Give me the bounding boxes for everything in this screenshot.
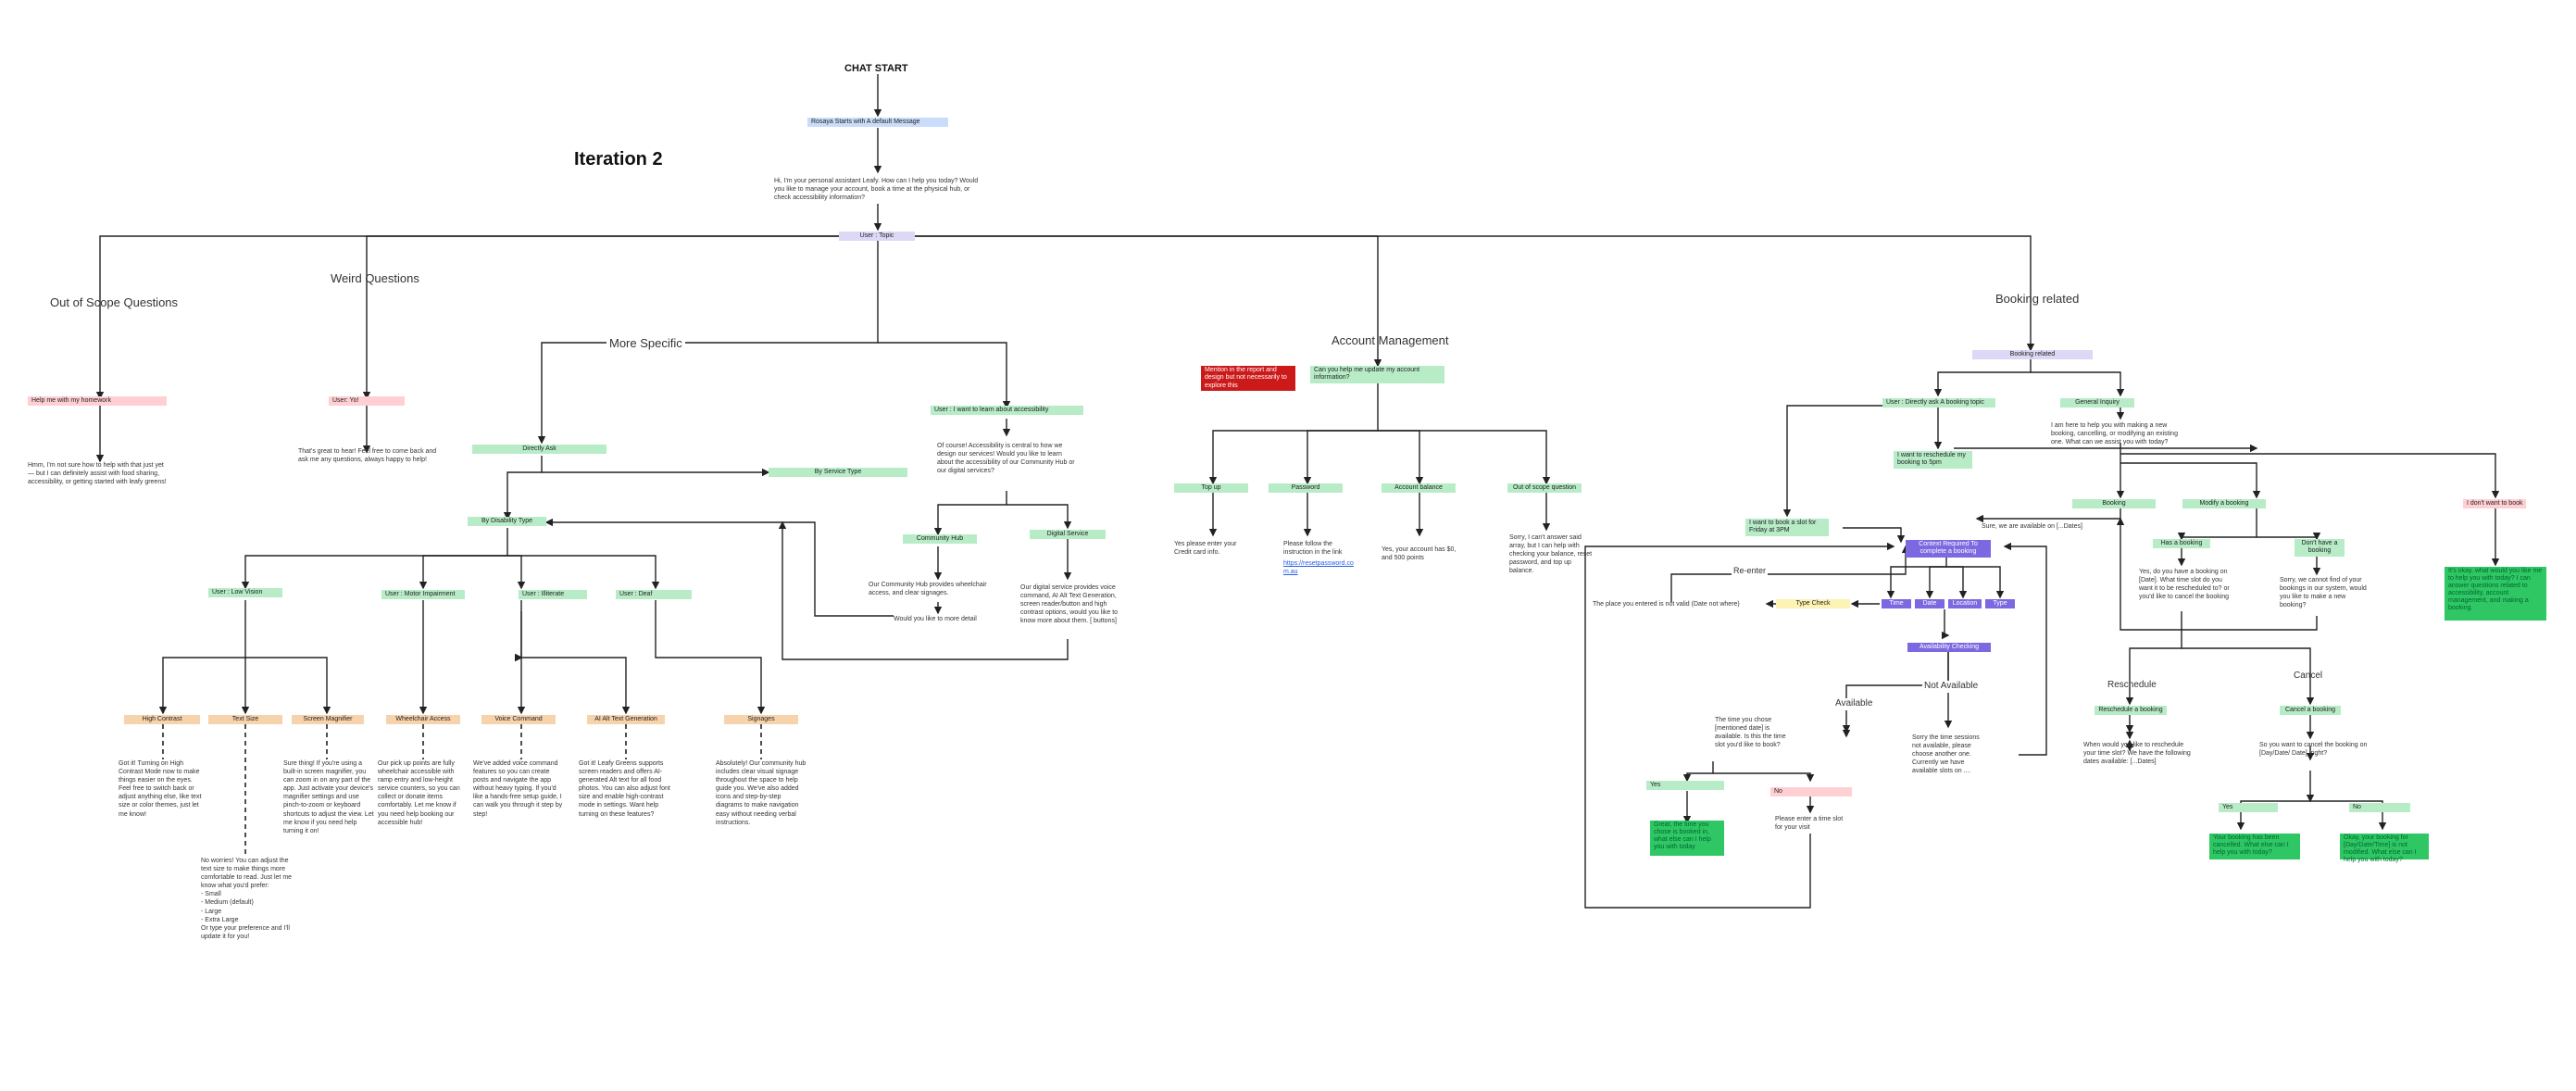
reset-password-link[interactable]: https://resetpassword.com.au bbox=[1283, 560, 1354, 576]
by-disability-type-node: By Disability Type bbox=[468, 517, 546, 526]
chat-start-title: CHAT START bbox=[844, 63, 908, 74]
out-of-scope-account-reply: Sorry, I can't answer said array, but I … bbox=[1509, 534, 1593, 575]
high-contrast-reply: Got it! Turning on High Contrast Mode no… bbox=[119, 760, 202, 818]
out-of-scope-reply: Hmm, I'm not sure how to help with that … bbox=[28, 462, 167, 486]
feature-voice-command: Voice Command bbox=[481, 715, 556, 724]
balance-reply: Yes, your account has $0, and 500 points bbox=[1382, 546, 1457, 562]
digital-service-reply: Our digital service provides voice comma… bbox=[1020, 584, 1119, 625]
account-user-node: Can you help me update my account inform… bbox=[1310, 366, 1444, 383]
available-reply: The time you chose [mentioned date] is a… bbox=[1715, 717, 1786, 749]
account-option-out-of-scope: Out of scope question bbox=[1507, 483, 1582, 493]
reschedule-label: Reschedule bbox=[2107, 680, 2157, 690]
cancel-label: Cancel bbox=[2294, 671, 2323, 681]
has-booking-reply: Yes, do you have a booking on [Date]. Wh… bbox=[2139, 569, 2230, 601]
directly-ask-node: Directly Ask bbox=[472, 445, 606, 454]
re-enter-label: Re-enter bbox=[1732, 566, 1769, 577]
feature-signages: Signages bbox=[724, 715, 798, 724]
available-no-node: No bbox=[1770, 787, 1852, 796]
topic-node: User : Topic bbox=[839, 232, 915, 241]
weird-reply: That's great to hear! Feel free to come … bbox=[298, 448, 437, 464]
wheelchair-reply: Our pick up points are fully wheelchair … bbox=[378, 760, 460, 826]
disability-deaf-node: User : Deaf bbox=[616, 590, 692, 599]
cancel-booking-node: Cancel a booking bbox=[2280, 706, 2341, 715]
dont-have-booking-reply: Sorry, we cannot find of your bookings i… bbox=[2280, 577, 2367, 609]
account-warning-note: Mention in the report and design but not… bbox=[1201, 366, 1295, 392]
disability-low-vision-node: User : Low Vision bbox=[208, 588, 282, 597]
feature-high-contrast: High Contrast bbox=[124, 715, 200, 724]
field-time-node: Time bbox=[1882, 599, 1911, 608]
learn-accessibility-reply: Of course! Accessibility is central to h… bbox=[937, 443, 1075, 475]
greeting-text: Hi, I'm your personal assistant Leafy. H… bbox=[774, 178, 979, 202]
field-location-node: Location bbox=[1948, 599, 1982, 608]
learn-accessibility-user-node: User : I want to learn about accessibili… bbox=[931, 406, 1083, 415]
field-date-node: Date bbox=[1915, 599, 1945, 608]
has-booking-node: Has a booking bbox=[2153, 539, 2210, 548]
voice-command-reply: We've added voice command features so yo… bbox=[473, 760, 563, 818]
disability-motor-node: User : Motor Impairment bbox=[381, 590, 465, 599]
out-of-scope-user-node: Help me with my homework bbox=[28, 396, 167, 406]
more-specific-header: More Specific bbox=[606, 336, 685, 352]
dont-want-book-node: I don't want to book bbox=[2463, 499, 2526, 508]
general-inquiry-node: General Inquiry bbox=[2060, 398, 2134, 408]
not-available-label: Not Available bbox=[1922, 681, 1981, 693]
booking-related-node: Booking related bbox=[1972, 350, 2093, 359]
enter-time-slot-reply: Please enter a time slot for your visit bbox=[1775, 816, 1844, 832]
cancel-reply: So you want to cancel the booking on [Da… bbox=[2259, 742, 2368, 758]
account-option-balance: Account balance bbox=[1382, 483, 1456, 493]
available-yes-node: Yes bbox=[1646, 781, 1724, 790]
cancel-yes-node: Yes bbox=[2219, 803, 2278, 812]
community-hub-reply: Our Community Hub provides wheelchair ac… bbox=[869, 582, 987, 597]
dont-want-book-reply: It's okay, what would you like me to hel… bbox=[2445, 567, 2546, 621]
field-type-node: Type bbox=[1985, 599, 2015, 608]
weird-user-node: User: Yo! bbox=[329, 396, 405, 406]
out-of-scope-header: Out of Scope Questions bbox=[50, 295, 179, 309]
type-check-node: Type Check bbox=[1776, 599, 1850, 608]
signages-reply: Absolutely! Our community hub includes c… bbox=[716, 760, 807, 826]
iteration-label: Iteration 2 bbox=[574, 149, 663, 169]
start-message-node: Rosaya Starts with A default Message bbox=[807, 118, 948, 127]
feature-screen-magnifier: Screen Magnifier bbox=[292, 715, 364, 724]
available-label: Available bbox=[1833, 698, 1875, 710]
sure-available-text: Sure, we are available on [...Dates] bbox=[1982, 523, 2082, 530]
not-modified-reply: Okay, your booking for [Day/Date/Time] i… bbox=[2340, 834, 2429, 863]
booking-related-header: Booking related bbox=[1995, 292, 2080, 306]
dont-have-booking-node: Don't have a booking bbox=[2295, 539, 2345, 557]
account-management-header: Account Management bbox=[1332, 333, 1449, 347]
top-up-reply: Yes please enter your Credit card info. bbox=[1174, 541, 1237, 557]
feature-wheelchair-access: Wheelchair Access bbox=[386, 715, 460, 724]
feature-text-size: Text Size bbox=[208, 715, 282, 724]
modify-booking-node: Modify a booking bbox=[2182, 499, 2266, 508]
account-option-top-up: Top up bbox=[1174, 483, 1248, 493]
by-service-type-node: By Service Type bbox=[769, 468, 907, 477]
book-slot-user-node: I want to book a slot for Friday at 3PM bbox=[1745, 519, 1829, 536]
booking-directly-node: User : Directly ask A booking topic bbox=[1882, 398, 1995, 408]
reschedule-reply: When would you like to reschedule your t… bbox=[2083, 742, 2191, 766]
general-inquiry-reply: I am here to help you with making a new … bbox=[2051, 422, 2178, 446]
alt-text-reply: Got it! Leafy Greens supports screen rea… bbox=[579, 760, 670, 818]
availability-check-node: Availability Checking bbox=[1907, 643, 1991, 652]
cancel-no-node: No bbox=[2349, 803, 2410, 812]
feature-ai-alt-text: AI Alt Text Generation bbox=[587, 715, 665, 724]
more-detail-text: Would you like to more detail bbox=[894, 616, 977, 622]
invalid-place-text: The place you entered is not valid (Date… bbox=[1593, 601, 1740, 608]
text-size-reply: No worries! You can adjust the text size… bbox=[201, 858, 293, 940]
community-hub-node: Community Hub bbox=[903, 534, 977, 544]
digital-service-node: Digital Service bbox=[1030, 530, 1106, 539]
context-required-node: Context Required To complete a booking bbox=[1906, 540, 1991, 558]
not-available-reply: Sorry the time sessions not available, p… bbox=[1912, 734, 1980, 775]
account-option-password: Password bbox=[1269, 483, 1343, 493]
password-reply: Please follow the instruction in the lin… bbox=[1283, 541, 1343, 557]
booking-node: Booking bbox=[2072, 499, 2156, 508]
screen-magnifier-reply: Sure thing! If you're using a built-in s… bbox=[283, 760, 374, 834]
cancelled-reply: Your booking has been cancelled. What el… bbox=[2209, 834, 2300, 859]
weird-questions-header: Weird Questions bbox=[331, 271, 419, 285]
booked-in-reply: Great, the time you chose is booked in, … bbox=[1650, 821, 1724, 856]
reschedule-booking-node: Reschedule a booking bbox=[2095, 706, 2167, 715]
disability-illiterate-node: User : Illiterate bbox=[519, 590, 587, 599]
reschedule-user-node: I want to reschedule my booking to 5pm bbox=[1894, 451, 1972, 469]
